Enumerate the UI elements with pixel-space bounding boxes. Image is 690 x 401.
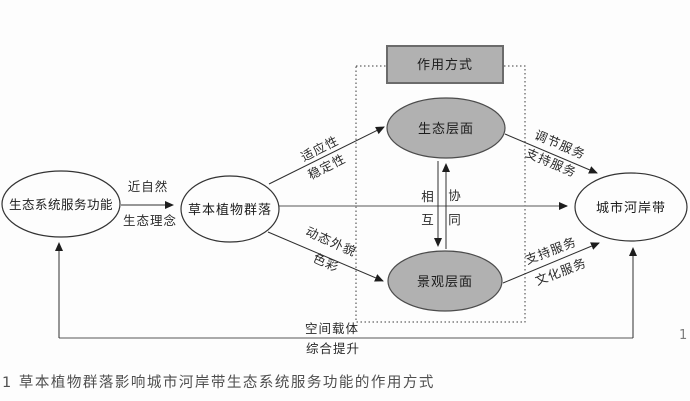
page-number: 1 [679, 328, 688, 343]
node-urban-riparian [574, 172, 688, 242]
arrow-eco-level-to-riparian [504, 133, 598, 174]
node-landscape-level [387, 250, 503, 312]
node-herb-community-label: 草本植物群落 [188, 203, 272, 218]
node-urban-riparian-label: 城市河岸带 [596, 200, 666, 216]
label-synergy-char1: 协 [448, 188, 462, 203]
label-mutual-char2: 互 [421, 212, 435, 227]
label-comprehensive-improvement: 综合提升 [306, 341, 360, 356]
label-color: 色彩 [311, 250, 342, 275]
node-landscape-level-label: 景观层面 [417, 275, 473, 290]
label-spatial-carrier: 空间载体 [305, 321, 359, 336]
node-ecosystem-service [1, 170, 121, 238]
node-eco-level [386, 97, 506, 159]
node-ecosystem-service-label: 生态系统服务功能 [9, 197, 113, 212]
arrow-herb-to-landscape-level [267, 231, 384, 282]
node-mode-box-label: 作用方式 [417, 57, 473, 73]
figure-caption: 1 草本植物群落影响城市河岸带生态系统服务功能的作用方式 [2, 375, 435, 391]
node-herb-community [180, 175, 280, 243]
label-dynamic-appearance: 动态外貌 [303, 224, 358, 260]
node-mode-box [386, 45, 504, 84]
arrow-herb-to-eco-level [268, 126, 385, 185]
label-eco-concept: 生态理念 [123, 213, 177, 228]
node-eco-level-label: 生态层面 [418, 122, 474, 137]
label-synergy-char2: 同 [448, 212, 462, 227]
arrow-landscape-to-riparian [502, 242, 600, 284]
label-near-natural: 近自然 [128, 179, 169, 194]
diagram-canvas: 生态系统服务功能 草本植物群落 作用方式 生态层面 景观层面 城市河岸带 近自然… [1, 45, 688, 356]
label-mutual-char1: 相 [421, 189, 435, 204]
